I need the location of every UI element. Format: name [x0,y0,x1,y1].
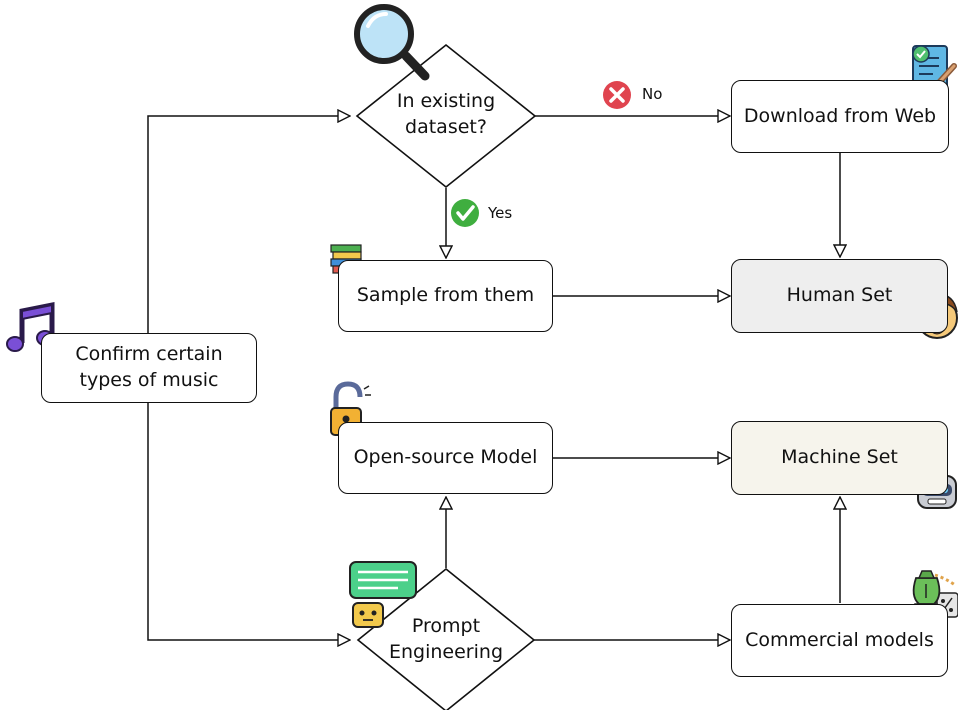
chatbot-icon [349,561,417,628]
node-machine-label: Machine Set [781,446,898,469]
node-download-web: Download from Web [731,80,949,153]
diamond-prompt-engineering [356,567,536,710]
check-icon [451,199,479,227]
edge-confirm-to-existing [147,116,350,333]
node-human-set: Human Set [731,259,948,333]
edge-label-no: No [642,85,663,103]
node-sample-label: Sample from them [356,284,535,307]
edges [147,116,840,640]
node-confirm-music: Confirm certain types of music [41,333,257,403]
node-sample-them: Sample from them [338,260,553,332]
edge-confirm-to-prompt [147,402,350,640]
diamond-prompt-label: Prompt Engineering [389,615,503,663]
diamond-existing-label: In existing dataset? [396,90,496,138]
node-download-label: Download from Web [743,104,937,127]
diamond-existing-dataset [355,43,537,189]
cross-icon [603,81,631,109]
magnifier-icon [354,4,430,81]
node-human-label: Human Set [786,284,893,307]
node-commercial-models: Commercial models [731,604,948,677]
node-open-source-model: Open-source Model [338,422,553,494]
node-commercial-label: Commercial models [745,628,934,651]
node-open-source-label: Open-source Model [353,446,538,469]
node-confirm-label: Confirm certain types of music [75,343,223,391]
node-machine-set: Machine Set [731,421,948,495]
edge-label-yes: Yes [488,204,513,222]
